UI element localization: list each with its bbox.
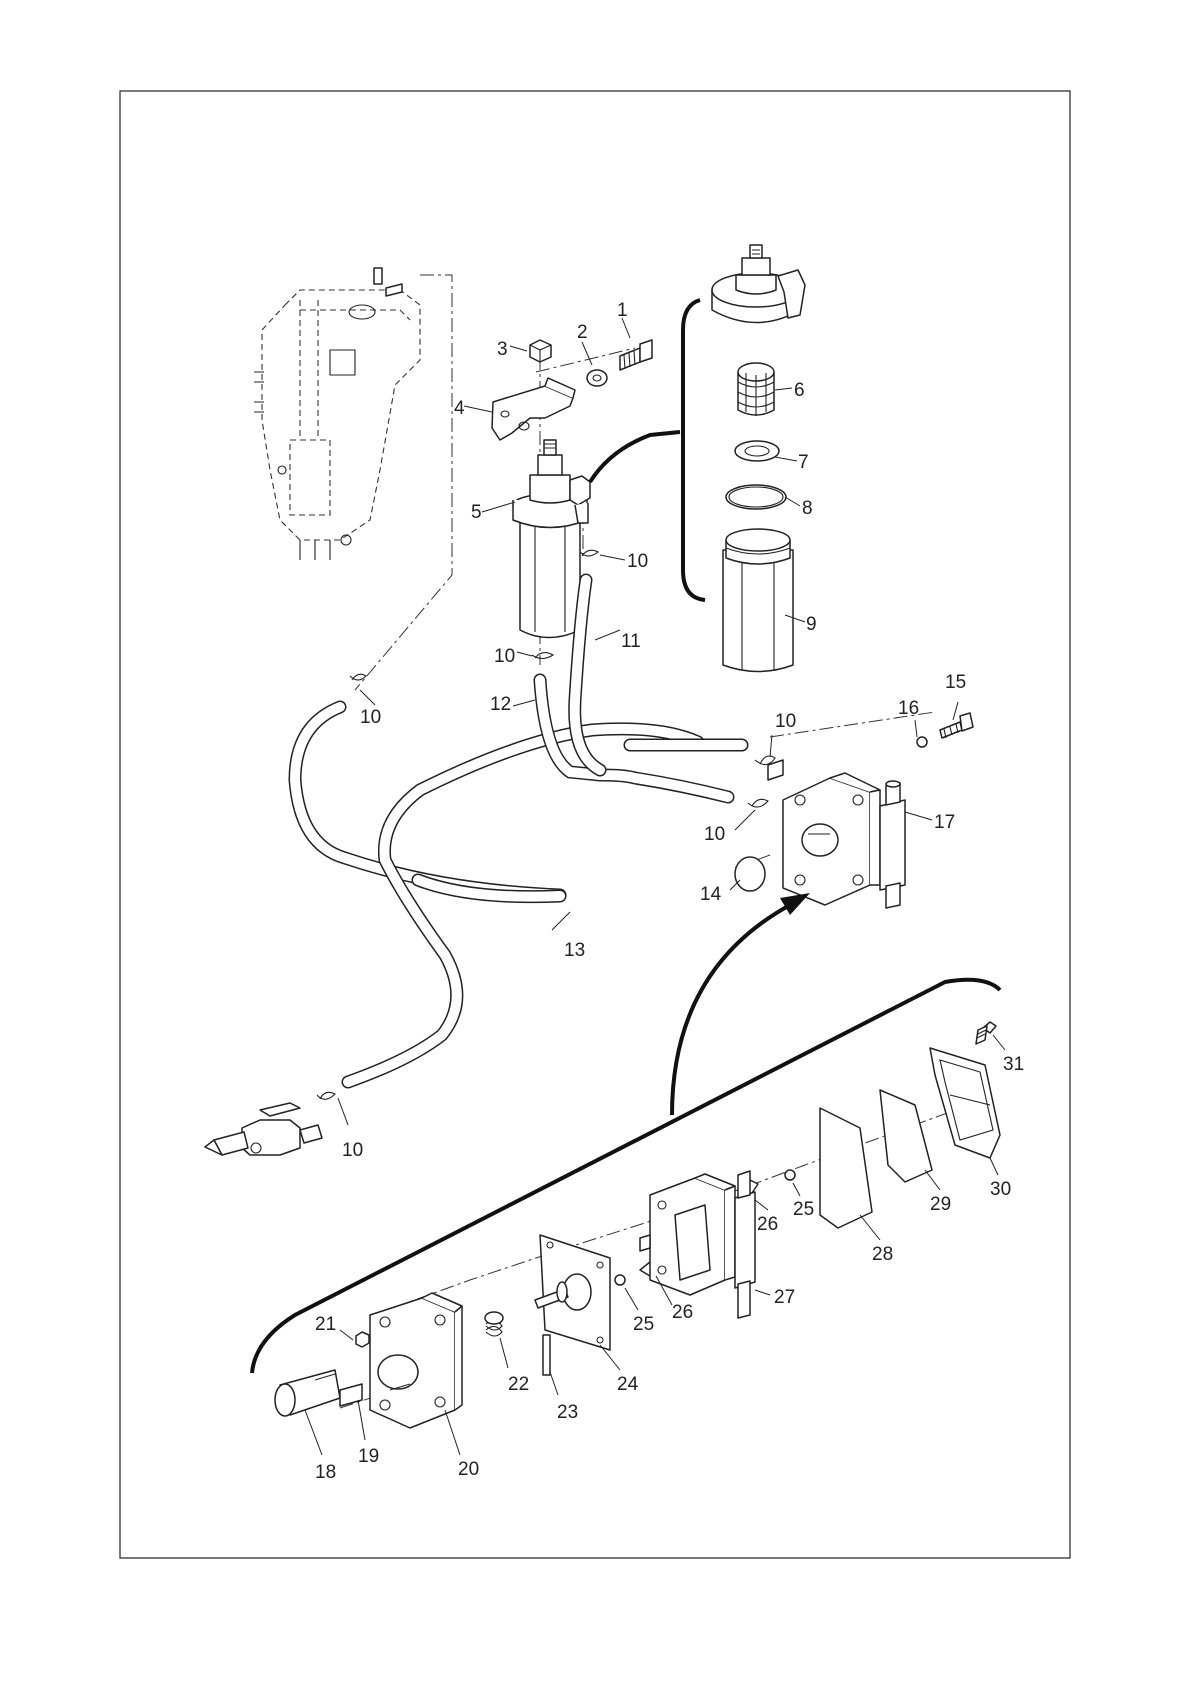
reed-valve xyxy=(880,1090,932,1182)
filter-cup xyxy=(723,529,793,672)
nut-small xyxy=(356,1332,369,1347)
callout-11: 11 xyxy=(621,631,641,652)
callout-26-a: 26 xyxy=(757,1214,778,1235)
cover-screw xyxy=(976,1022,996,1044)
callout-16: 16 xyxy=(898,698,919,719)
callout-6: 6 xyxy=(794,380,805,401)
callout-13: 13 xyxy=(564,940,585,961)
callout-31: 31 xyxy=(1003,1054,1024,1075)
callout-10-c: 10 xyxy=(360,707,381,728)
pin xyxy=(543,1335,550,1375)
callout-7: 7 xyxy=(798,452,809,473)
callout-3: 3 xyxy=(497,339,508,360)
callout-29: 29 xyxy=(930,1194,951,1215)
assembly-arrow-head xyxy=(780,893,810,915)
detail-bracket xyxy=(252,980,1000,1373)
callout-24: 24 xyxy=(617,1374,639,1395)
callout-18: 18 xyxy=(315,1462,336,1483)
callout-19: 19 xyxy=(358,1446,379,1467)
callout-25-b: 25 xyxy=(633,1314,654,1335)
gasket-disc xyxy=(735,857,765,891)
callout-17: 17 xyxy=(934,812,955,833)
callout-10-b: 10 xyxy=(494,646,515,667)
callout-15: 15 xyxy=(945,672,966,693)
callout-10-d: 10 xyxy=(775,711,796,732)
o-ring-small xyxy=(735,441,779,461)
pump-end-cover xyxy=(930,1048,1000,1158)
callout-21: 21 xyxy=(315,1314,336,1335)
spring xyxy=(485,1312,503,1336)
callout-23: 23 xyxy=(557,1402,578,1423)
bolt xyxy=(620,340,652,370)
callout-5: 5 xyxy=(471,502,482,523)
fuel-filter-assembly xyxy=(513,432,680,638)
washer xyxy=(587,370,607,386)
callout-14: 14 xyxy=(700,884,722,905)
callout-2: 2 xyxy=(577,322,588,343)
callout-25-a: 25 xyxy=(793,1199,814,1220)
pump-gasket xyxy=(820,1108,872,1228)
vapor-separator-tank xyxy=(254,268,420,560)
fuel-pump-assembly xyxy=(768,760,905,908)
fuel-hoses xyxy=(295,580,742,1082)
callout-8: 8 xyxy=(802,498,813,519)
callout-12: 12 xyxy=(490,694,511,715)
assembly-arrow-curve xyxy=(672,905,790,1115)
pump-screw xyxy=(917,713,973,747)
callout-4: 4 xyxy=(454,398,465,419)
callout-10-e: 10 xyxy=(704,824,725,845)
diaphragm xyxy=(535,1235,610,1350)
callout-9: 9 xyxy=(806,614,817,635)
fuel-connector xyxy=(205,1103,322,1155)
filter-detail-bracket xyxy=(683,300,705,600)
filter-bracket xyxy=(492,378,575,440)
pump-cover xyxy=(640,1171,755,1318)
filter-element xyxy=(738,363,774,416)
pump-body xyxy=(370,1293,462,1428)
callout-30: 30 xyxy=(990,1179,1011,1200)
callout-26-b: 26 xyxy=(672,1302,693,1323)
callout-20: 20 xyxy=(458,1459,479,1480)
callout-10-f: 10 xyxy=(342,1140,363,1161)
callout-1: 1 xyxy=(617,300,628,321)
callout-28: 28 xyxy=(872,1244,893,1265)
callout-22: 22 xyxy=(508,1374,529,1395)
hex-nut xyxy=(530,340,551,362)
filter-cap xyxy=(712,245,805,323)
callout-10-a: 10 xyxy=(627,551,648,572)
callout-27: 27 xyxy=(774,1287,795,1308)
pump-plunger xyxy=(275,1370,340,1416)
o-ring xyxy=(726,485,786,509)
